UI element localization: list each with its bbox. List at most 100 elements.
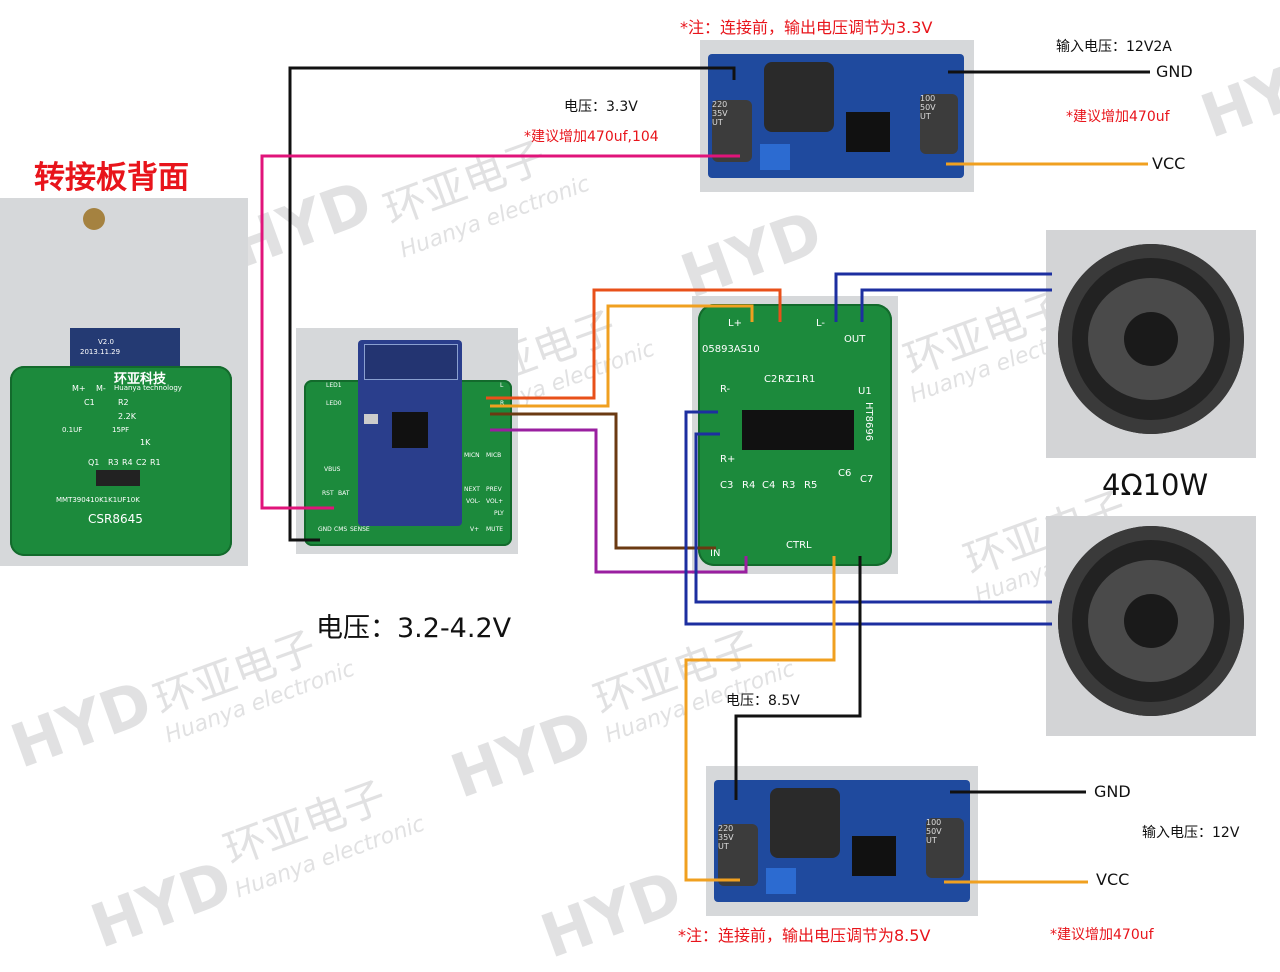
bt-pin-r: R	[500, 400, 505, 407]
amp-label-c7: C7	[860, 474, 874, 485]
amp-label-r5: R5	[804, 480, 818, 491]
amp-label-out: OUT	[844, 334, 866, 345]
bt-pin-micb: MICB	[486, 452, 502, 459]
adapter-label-q1: Q1	[88, 458, 100, 467]
bottom-voltage-label: 电压：8.5V	[726, 693, 800, 709]
bt-pin-ply: PLY	[494, 510, 504, 517]
amp-label-c1: C1	[788, 374, 802, 385]
bt-crystal	[364, 414, 378, 424]
wire-amp-gnd	[734, 556, 862, 800]
amp-label-r-plus: R+	[720, 454, 736, 465]
speaker-top	[1058, 244, 1244, 434]
amp-board: HT8696 L+ L- OUT R- R+ C3 R4 C4 R3 R5 C7…	[698, 304, 892, 566]
bottom-cap-right: 100 50V UT	[926, 818, 964, 878]
wire-amp-vcc	[684, 556, 836, 882]
amp-label-ctrl: CTRL	[786, 540, 812, 551]
amp-ic	[742, 410, 854, 450]
bottom-vcc-label: VCC	[1096, 870, 1130, 889]
bt-carrier-board: LED1 LED0 VBUS RST BAT GND CMS SENSE L R…	[304, 340, 512, 546]
wire-speaker-bottom-1	[684, 410, 1052, 626]
amp-label-r4: R4	[742, 480, 756, 491]
amp-label-code: 05893AS10	[702, 344, 760, 355]
amp-label-l-minus: L-	[816, 318, 826, 329]
adapter-label-c1: C1	[84, 398, 95, 407]
bt-pin-rst: RST	[322, 490, 334, 497]
adapter-brand: 环亚科技	[114, 372, 167, 387]
wire-gnd-bt-top	[288, 66, 736, 542]
speaker-top-dust-cap	[1124, 312, 1178, 366]
speaker-bottom	[1058, 526, 1244, 716]
bottom-regulator	[852, 836, 896, 876]
wire-speaker-top-1	[834, 272, 1052, 322]
bt-module	[358, 340, 462, 526]
bt-chip	[392, 412, 428, 448]
amp-label-r-minus: R-	[720, 384, 731, 395]
speaker-spec: 4Ω10W	[1102, 468, 1209, 502]
amp-label-r2: R2	[778, 374, 792, 385]
bt-pin-gnd: GND	[318, 526, 332, 533]
page-title: 转接板背面	[34, 160, 189, 196]
speaker-bottom-dust-cap	[1124, 594, 1178, 648]
bottom-inductor	[770, 788, 840, 858]
top-trimpot	[760, 144, 790, 170]
bt-pin-bat: BAT	[338, 490, 350, 497]
wire-audio-right	[490, 412, 716, 550]
adapter-label-c2: C2	[136, 458, 147, 467]
adapter-label-m-plus: M+	[72, 384, 86, 393]
bottom-buck-board: 220 35V UT 100 50V UT	[714, 780, 970, 902]
bt-pin-mute: MUTE	[486, 526, 504, 533]
bt-pin-led0: LED0	[326, 400, 342, 407]
amp-board-photo: HT8696 L+ L- OUT R- R+ C3 R4 C4 R3 R5 C7…	[692, 296, 898, 574]
adapter-board-photo: 环亚科技 Huanya technology CSR8645 MMT390410…	[0, 198, 248, 566]
adapter-label-r2: R2	[118, 398, 129, 407]
adapter-label-r4: R4	[122, 458, 133, 467]
amp-label-r3: R3	[782, 480, 796, 491]
adapter-label-r3: R3	[108, 458, 119, 467]
bottom-note: *注：连接前，输出电压调节为8.5V	[678, 926, 931, 945]
bt-pin-vol-minus: VOL-	[466, 498, 481, 505]
amp-label-c4: C4	[762, 480, 776, 491]
bottom-trimpot	[766, 868, 796, 894]
top-input-voltage: 输入电压：12V2A	[1056, 39, 1172, 55]
bottom-buck-module-photo: 220 35V UT 100 50V UT	[706, 766, 978, 916]
amp-label-c3: C3	[720, 480, 734, 491]
adapter-brand-en: Huanya technology	[114, 384, 182, 392]
wire-speaker-top-2	[860, 288, 1052, 322]
top-vcc-label: VCC	[1152, 154, 1186, 173]
bt-pin-next: NEXT	[464, 486, 480, 493]
amp-label-in: IN	[710, 548, 721, 559]
bt-pin-led1: LED1	[326, 382, 342, 389]
bt-antenna	[364, 344, 458, 380]
adapter-label-1k: 1K	[140, 438, 151, 447]
bt-pin-vbus: VBUS	[324, 466, 341, 473]
bt-pin-l: L	[500, 382, 504, 389]
top-note: *注：连接前，输出电压调节为3.3V	[680, 18, 933, 37]
top-regulator	[846, 112, 890, 152]
amp-label-c2: C2	[764, 374, 778, 385]
adapter-date: 2013.11.29	[80, 348, 121, 356]
bottom-input-voltage: 输入电压：12V	[1142, 825, 1240, 841]
wire-audio-left-2	[490, 304, 754, 408]
bt-pin-sense: SENSE	[350, 526, 370, 533]
adapter-board: 环亚科技 Huanya technology CSR8645 MMT390410…	[10, 338, 232, 556]
bt-pin-micn: MICN	[464, 452, 480, 459]
top-voltage-label: 电压：3.3V	[564, 99, 638, 115]
top-cap-advice: *建议增加470uf,104	[524, 129, 659, 145]
adapter-label-m-minus: M-	[96, 384, 106, 393]
top-cap-left: 220 35V UT	[712, 100, 752, 162]
amp-label-r1: R1	[802, 374, 816, 385]
amp-label-c6: C6	[838, 468, 852, 479]
bottom-cap-left: 220 35V UT	[718, 824, 758, 886]
top-cap-right: 100 50V UT	[920, 94, 958, 154]
top-buck-module-photo: 220 35V UT 100 50V UT	[700, 40, 974, 192]
cable	[83, 208, 105, 230]
amp-label-u1: U1	[858, 386, 872, 397]
adapter-ic	[96, 470, 140, 486]
adapter-label-2k2: 2.2K	[118, 412, 136, 421]
wire-audio-gnd	[490, 428, 748, 574]
bt-pin-prev: PREV	[486, 486, 502, 493]
wire-vout-3v3	[260, 154, 740, 510]
bt-pin-cms: CMS	[334, 526, 348, 533]
top-buck-board: 220 35V UT 100 50V UT	[708, 54, 964, 178]
